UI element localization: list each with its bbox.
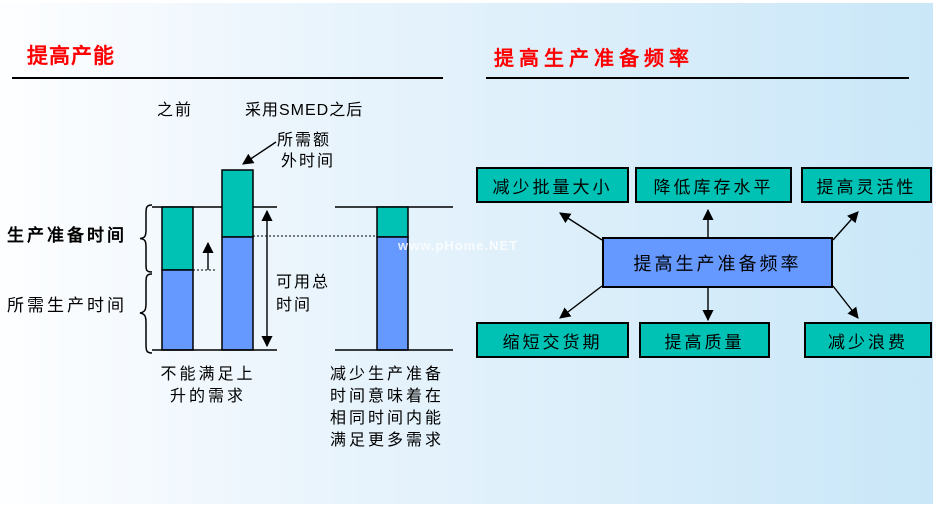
box-lower-inventory: 降低库存水平 — [635, 167, 792, 203]
extra-time-pointer-arrow — [242, 141, 277, 165]
box-reduce-waste-label: 减少浪费 — [828, 332, 908, 352]
arrow-to-reduce-batch-size — [559, 212, 603, 241]
arrow-to-reduce-waste — [832, 285, 859, 319]
site-watermark: www.pHome.NET — [398, 238, 519, 253]
arrow-to-shorten-lead-time — [559, 285, 603, 319]
bar-after-smed — [376, 206, 409, 351]
caption-after-line-4: 满足更多需求 — [330, 432, 445, 449]
column-label-after-smed: 采用SMED之后 — [245, 102, 364, 119]
bar-after-demand — [221, 169, 254, 351]
box-shorten-lead-time-label: 缩短交货期 — [502, 332, 603, 352]
box-improve-quality-label: 提高质量 — [664, 332, 745, 352]
caption-smed-benefit: 减少生产准备 时间意味着在 相同时间内能 满足更多需求 — [330, 364, 460, 452]
production-time-brace — [139, 273, 153, 354]
bar-after-demand-production-segment — [221, 236, 254, 351]
left-section-title: 提高产能 — [27, 45, 115, 68]
bar-after-smed-setup-segment — [376, 206, 409, 238]
box-reduce-batch-size: 减少批量大小 — [476, 167, 629, 203]
box-improve-quality: 提高质量 — [639, 322, 770, 358]
caption-cannot-meet-demand: 不能满足上 升的需求 — [148, 364, 268, 408]
bar-after-demand-setup-segment — [221, 169, 254, 238]
top-margin-strip — [0, 0, 933, 3]
caption-after-line-3: 相同时间内能 — [330, 410, 445, 427]
extra-time-label: 所需额 外时间 — [277, 130, 335, 172]
bar-before-production-segment — [161, 269, 194, 351]
box-lower-inventory-label: 降低库存水平 — [653, 177, 774, 197]
extra-time-line-1: 所需额 — [277, 132, 332, 149]
bar-after-smed-production-segment — [376, 236, 409, 351]
box-reduce-waste: 减少浪费 — [804, 322, 932, 358]
total-time-line-1: 可用总 — [276, 274, 331, 291]
box-increase-setup-frequency-label: 提高生产准备频率 — [633, 253, 802, 274]
caption-before-line-1: 不能满足上 — [160, 366, 256, 383]
total-time-line-2: 时间 — [276, 297, 313, 314]
right-title-underline — [486, 77, 909, 79]
left-title-underline — [12, 77, 443, 79]
box-reduce-batch-size-label: 减少批量大小 — [492, 177, 613, 197]
caption-after-line-2: 时间意味着在 — [330, 388, 445, 405]
box-shorten-lead-time: 缩短交货期 — [476, 322, 629, 358]
capacity-chart — [139, 141, 453, 354]
bottom-margin-strip — [0, 504, 933, 510]
setup-time-label: 生产准备时间 — [7, 226, 127, 245]
box-increase-flexibility-label: 提高灵活性 — [816, 177, 917, 197]
arrow-to-increase-flexibility — [832, 211, 859, 241]
extra-time-line-2: 外时间 — [281, 153, 336, 170]
total-time-label: 可用总 时间 — [276, 271, 330, 317]
box-increase-setup-frequency: 提高生产准备频率 — [602, 237, 833, 288]
bar-before — [161, 206, 194, 351]
bar-before-setup-segment — [161, 206, 194, 271]
caption-after-line-1: 减少生产准备 — [330, 366, 445, 383]
production-time-label: 所需生产时间 — [7, 296, 127, 315]
box-increase-flexibility: 提高灵活性 — [801, 167, 932, 203]
column-label-before: 之前 — [156, 102, 193, 119]
setup-time-brace — [139, 204, 153, 273]
frequency-diagram-arrows — [559, 208, 859, 322]
right-section-title: 提高生产准备频率 — [494, 48, 694, 70]
caption-before-line-2: 升的需求 — [169, 388, 246, 405]
